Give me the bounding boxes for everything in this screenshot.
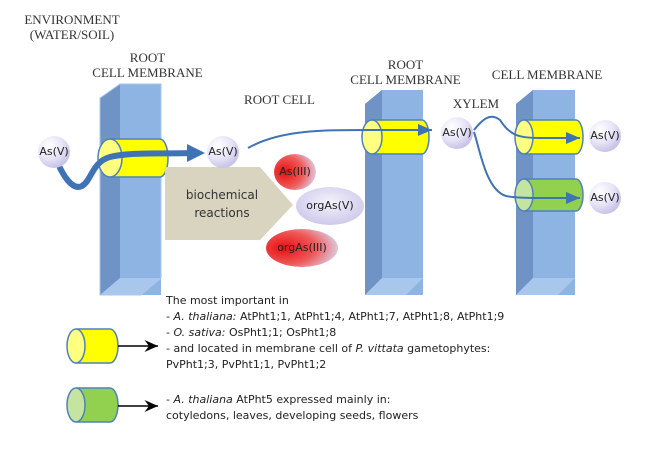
xylem-asv-label: As(V) <box>442 126 472 139</box>
env-asv-node <box>38 136 70 168</box>
legend-green-cylinder <box>66 387 119 423</box>
legend-yellow-pv-genes: PvPht1;3, PvPht1;1, PvPht1;2 <box>166 358 327 371</box>
yellow-transporter-2 <box>361 119 430 155</box>
root-cell-membrane-1 <box>99 83 162 296</box>
cell-membrane-label: CELL MEMBRANE <box>491 67 603 82</box>
org-as-iii-label: orgAs(III) <box>277 241 327 254</box>
legend-green-description: - A. thaliana AtPht5 expressed mainly in… <box>166 392 418 424</box>
root-cell-label: ROOT CELL <box>244 92 315 107</box>
biochemical-reactions-shape <box>165 167 293 240</box>
uptake-flow-arrow <box>57 150 193 190</box>
as-iii-node <box>274 154 316 190</box>
legend-yellow-pvittata: - and located in membrane cell of P. vit… <box>166 342 491 355</box>
as-iii-label: As(III) <box>279 165 311 178</box>
legend-green-athaliana: - A. thaliana AtPht5 expressed mainly in… <box>166 393 391 406</box>
legend-yellow-description: The most important in - A. thaliana: AtP… <box>166 293 504 373</box>
org-as-iii-node <box>266 229 338 267</box>
root-membrane-2-label: ROOT CELL MEMBRANE <box>350 57 461 87</box>
org-as-v-node <box>296 187 364 225</box>
cell-asv-node <box>207 136 239 168</box>
env-asv-label: As(V) <box>39 145 69 158</box>
biochemical-reactions-label: biochemical reactions <box>185 188 259 220</box>
out-asv-yellow-node <box>589 120 621 152</box>
cell-to-xylem-flow <box>247 124 432 149</box>
cell-asv-label: As(V) <box>208 145 238 158</box>
xylem-label: XYLEM <box>452 96 500 111</box>
root-membrane-1-label: ROOT CELL MEMBRANE <box>92 50 203 80</box>
legend-yellow-osativa: - O. sativa: OsPht1;1; OsPht1;8 <box>166 326 337 339</box>
org-as-v-label: orgAs(V) <box>306 199 354 212</box>
legend-yellow-cylinder <box>66 328 119 364</box>
green-transporter <box>514 178 584 212</box>
xylem-asv-node <box>441 117 473 149</box>
xylem-to-yellow-flow <box>473 115 580 144</box>
out-asv-yellow-label: As(V) <box>590 129 620 142</box>
legend-green-tissues: cotyledons, leaves, developing seeds, fl… <box>166 409 419 422</box>
environment-label: ENVIRONMENT (WATER/SOIL) <box>24 12 120 42</box>
legend-yellow-athaliana: - A. thaliana: AtPht1;1, AtPht1;4, AtPht… <box>166 310 505 323</box>
uptake-arrowhead <box>187 144 205 162</box>
legend-yellow-intro: The most important in <box>166 294 289 307</box>
out-asv-green-node <box>589 182 621 214</box>
xylem-to-green-flow <box>473 131 580 204</box>
out-asv-green-label: As(V) <box>590 191 620 204</box>
